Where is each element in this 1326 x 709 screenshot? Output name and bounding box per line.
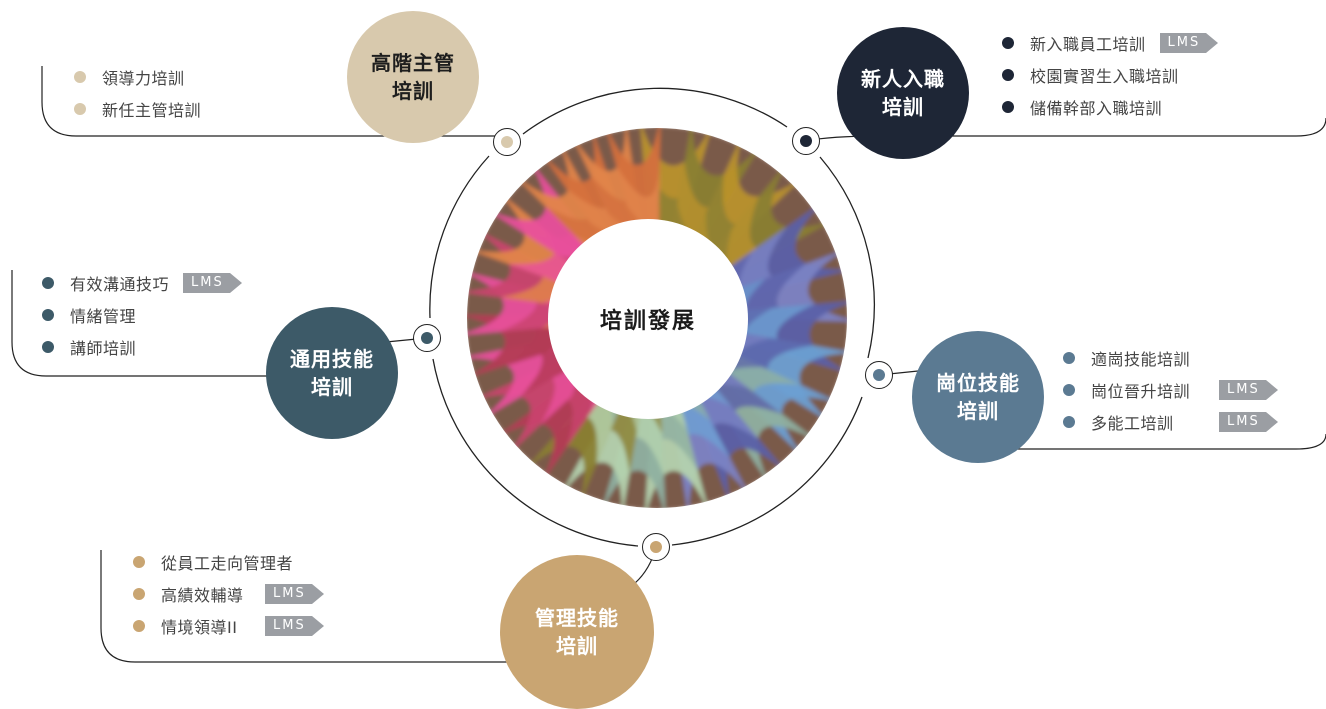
item-label: 多能工培訓 [1091, 414, 1174, 433]
item-label: 新入職員工培訓 [1030, 35, 1146, 54]
item-label: 從員工走向管理者 [161, 554, 294, 573]
list-item: 從員工走向管理者 [133, 546, 312, 578]
lms-tag: LMS [1219, 380, 1278, 400]
lms-tag: LMS [1219, 412, 1278, 432]
general-ring-node [413, 324, 441, 352]
outer-ring-arc [432, 358, 639, 547]
senior-training-list: 領導力培訓 新任主管培訓 [74, 61, 201, 125]
outer-ring-arc [671, 396, 863, 546]
general-skills-bubble: 通用技能培訓 [266, 307, 398, 439]
general-bracket-line [11, 270, 296, 377]
item-label: 領導力培訓 [102, 69, 185, 88]
senior-ring-node [493, 128, 521, 156]
newhire-ring-node [792, 127, 820, 155]
bullet-dot [1063, 416, 1075, 428]
management-skills-list: 從員工走向管理者 高績效輔導 LMS 情境領導II LMS [133, 546, 324, 642]
bullet-dot [1002, 37, 1014, 49]
lms-tag: LMS [265, 584, 324, 604]
position-ring-node [865, 361, 893, 389]
bullet-dot [133, 588, 145, 600]
bullet-dot [1002, 101, 1014, 113]
management-ring-node [642, 533, 670, 561]
bullet-dot [42, 277, 54, 289]
item-label: 有效溝通技巧 [70, 275, 170, 294]
list-item: 新入職員工培訓 LMS [1002, 27, 1218, 59]
senior-node-dot [501, 136, 513, 148]
bullet-dot [42, 309, 54, 321]
position-skills-list: 適崗技能培訓 崗位晉升培訓 LMS 多能工培訓 LMS [1063, 342, 1278, 438]
newhire-training-list: 新入職員工培訓 LMS 校園實習生入職培訓 儲備幹部入職培訓 [1002, 27, 1218, 123]
item-label: 儲備幹部入職培訓 [1030, 99, 1163, 118]
bullet-dot [74, 103, 86, 115]
outer-ring-arc [522, 87, 788, 135]
lms-tag: LMS [1159, 33, 1218, 53]
list-item: 崗位晉升培訓 LMS [1063, 374, 1278, 406]
general-node-dot [421, 332, 433, 344]
list-item: 領導力培訓 [74, 61, 201, 93]
management-skills-bubble: 管理技能培訓 [500, 555, 654, 709]
bullet-dot [74, 71, 86, 83]
bullet-dot [1063, 352, 1075, 364]
list-item: 講師培訓 [42, 331, 230, 363]
newhire-node-dot [800, 135, 812, 147]
senior-training-bubble: 高階主管培訓 [347, 11, 479, 143]
bullet-dot [1063, 384, 1075, 396]
list-item: 多能工培訓 LMS [1063, 406, 1278, 438]
item-label: 適崗技能培訓 [1091, 350, 1191, 369]
position-node-dot [873, 369, 885, 381]
item-label: 崗位晉升培訓 [1091, 382, 1191, 401]
bubble-title-line: 高階主管 [371, 51, 455, 75]
management-node-dot [650, 541, 662, 553]
bubble-title-line: 通用技能 [290, 347, 374, 371]
senior-bracket-line [41, 66, 506, 137]
list-item: 新任主管培訓 [74, 93, 201, 125]
bubble-title-line: 培訓 [556, 634, 598, 658]
lms-tag: LMS [183, 273, 242, 293]
bullet-dot [42, 341, 54, 353]
newhire-training-bubble: 新人入職培訓 [837, 27, 969, 159]
list-item: 情緒管理 [42, 299, 230, 331]
bubble-title-line: 新人入職 [861, 67, 945, 91]
list-item: 高績效輔導 LMS [133, 578, 324, 610]
bubble-title-line: 培訓 [392, 79, 434, 103]
bullet-dot [1002, 69, 1014, 81]
item-label: 校園實習生入職培訓 [1030, 67, 1179, 86]
list-item: 情境領導II LMS [133, 610, 324, 642]
center-title: 培訓發展 [548, 219, 748, 419]
outer-ring-arc [819, 156, 875, 359]
bubble-title-line: 培訓 [311, 375, 353, 399]
bullet-dot [133, 556, 145, 568]
bubble-title-line: 崗位技能 [936, 371, 1020, 395]
item-label: 情緒管理 [70, 307, 137, 326]
management-bracket-line [100, 550, 520, 663]
bubble-title-line: 管理技能 [535, 606, 619, 630]
general-skills-list: 有效溝通技巧 LMS 情緒管理 講師培訓 [42, 267, 242, 363]
list-item: 有效溝通技巧 LMS [42, 267, 242, 299]
list-item: 儲備幹部入職培訓 [1002, 91, 1206, 123]
lms-tag: LMS [265, 616, 324, 636]
position-skills-bubble: 崗位技能培訓 [912, 331, 1044, 463]
item-label: 情境領導II [161, 618, 238, 637]
item-label: 講師培訓 [70, 339, 137, 358]
bubble-title-line: 培訓 [882, 95, 924, 119]
item-label: 高績效輔導 [161, 586, 244, 605]
list-item: 適崗技能培訓 [1063, 342, 1266, 374]
outer-ring-arc [429, 155, 490, 319]
bubble-title-line: 培訓 [957, 399, 999, 423]
list-item: 校園實習生入職培訓 [1002, 59, 1206, 91]
bullet-dot [133, 620, 145, 632]
item-label: 新任主管培訓 [102, 101, 202, 120]
